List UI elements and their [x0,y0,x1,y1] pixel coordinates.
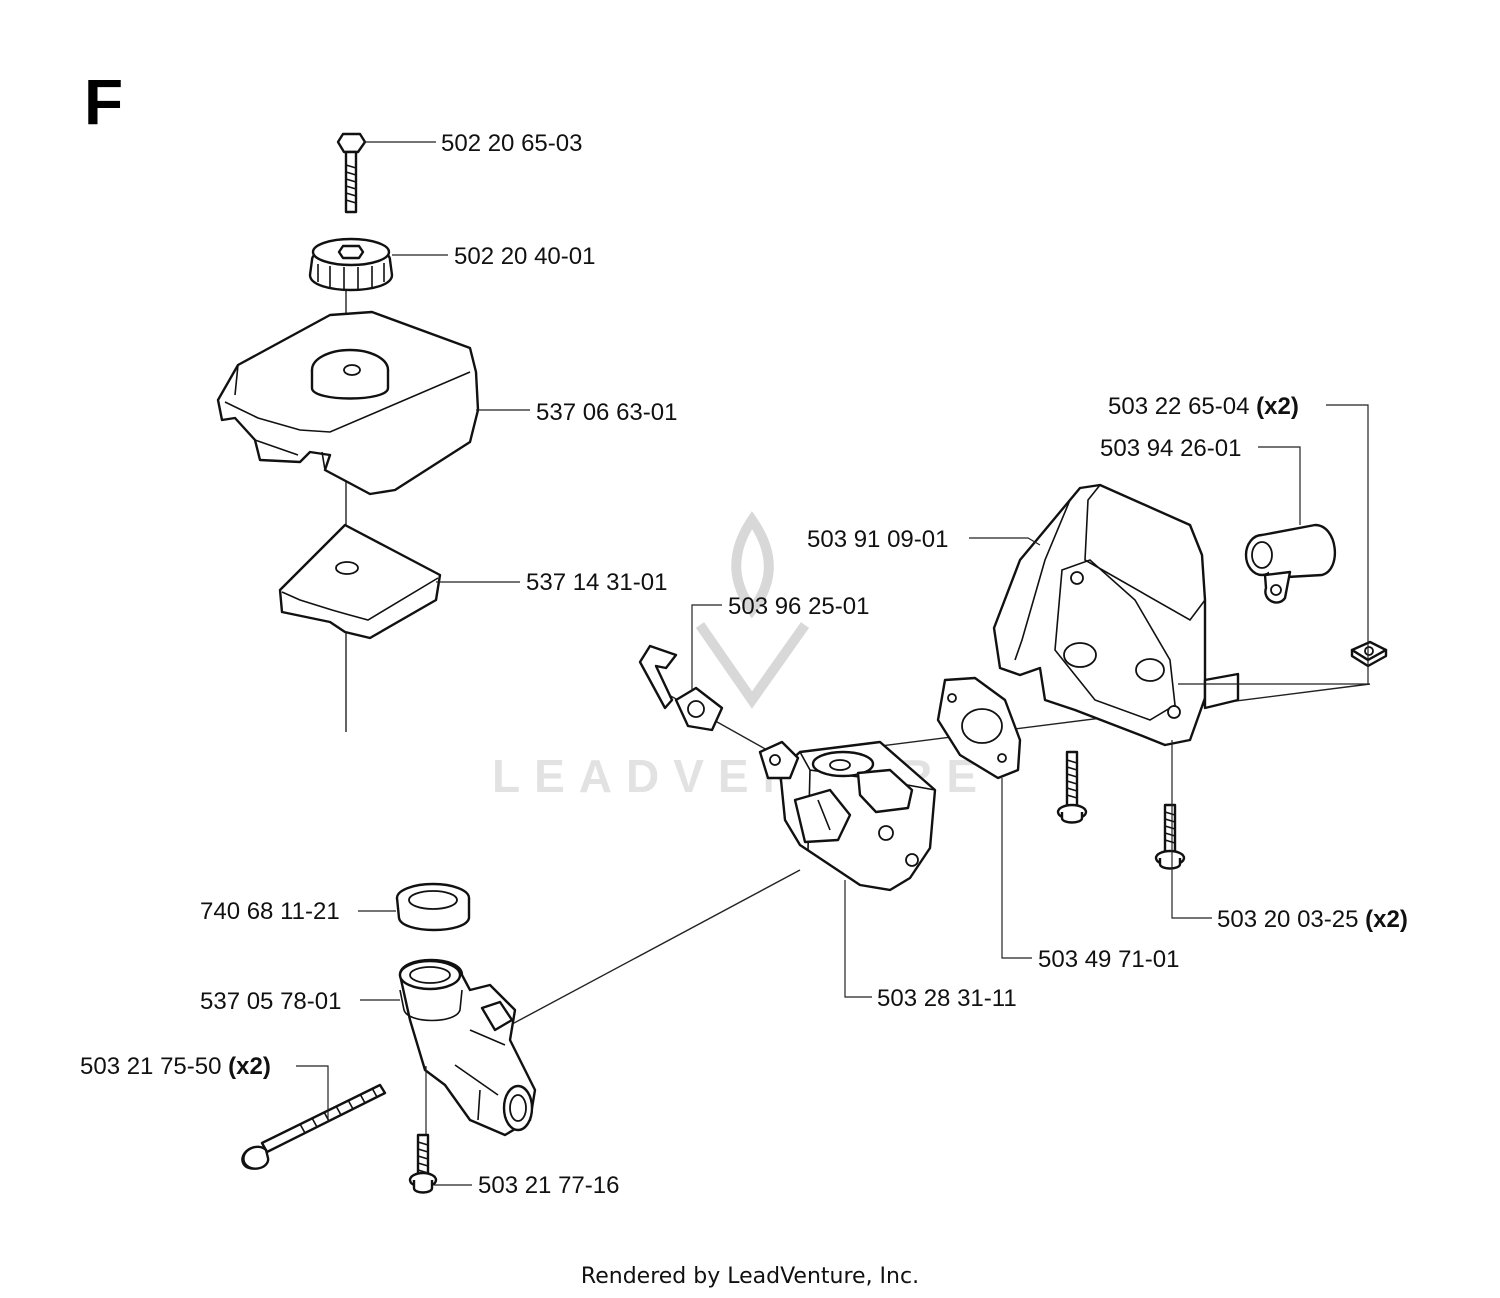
air-filter-stack [216,132,480,732]
gasket-part [936,676,1022,780]
holder-screw-lower-part [1154,803,1186,870]
air-filter-cover-part [216,310,480,496]
label-air-filter: 537 14 31-01 [526,569,667,596]
knob-nut-part [308,237,394,292]
intake-manifold-assembly [241,869,801,1194]
carburetor-part [659,689,937,892]
label-air-filter-cover: 537 06 63-01 [536,399,677,426]
label-holder-screw: 503 20 03-25 (x2) [1217,906,1408,933]
holder-screw-upper-part [1056,750,1088,824]
leadventure-watermark: LEADVENTURE [492,511,977,802]
label-knob-nut: 502 20 40-01 [454,243,595,270]
label-long-screw: 503 21 75-50 (x2) [80,1053,271,1080]
intake-manifold-part [398,958,537,1137]
footer-credit: Rendered by LeadVenture, Inc. [581,1264,919,1289]
label-choke-lever: 503 96 25-01 [728,593,869,620]
nut-square-part [1350,640,1388,668]
label-gasket: 503 49 71-01 [1038,946,1179,973]
filter-holder-part [992,483,1240,747]
fuel-line-sleeve-part [1244,523,1336,604]
section-letter: F [84,66,123,138]
ring-seal-part [395,882,471,932]
label-intake-manifold: 537 05 78-01 [200,988,341,1015]
long-screw-part [241,1083,387,1170]
label-manifold-screw: 503 21 77-16 [478,1172,619,1199]
label-bolt-cover: 502 20 65-03 [441,130,582,157]
air-filter-part [278,523,442,640]
bolt-cover-part [336,132,367,214]
label-filter-holder: 503 91 09-01 [807,526,948,553]
leader-lines [296,141,1369,1186]
label-ring-seal: 740 68 11-21 [200,898,340,925]
label-nut-square: 503 22 65-04 (x2) [1108,393,1299,420]
part-labels: 502 20 65-03 502 20 40-01 537 06 63-01 5… [80,130,1408,1199]
label-fuel-line-sleeve: 503 94 26-01 [1100,435,1241,462]
filter-holder-assembly [769,483,1388,870]
choke-lever-part [638,644,724,732]
manifold-screw-part [408,1133,438,1194]
label-carburetor: 503 28 31-11 [877,985,1017,1012]
